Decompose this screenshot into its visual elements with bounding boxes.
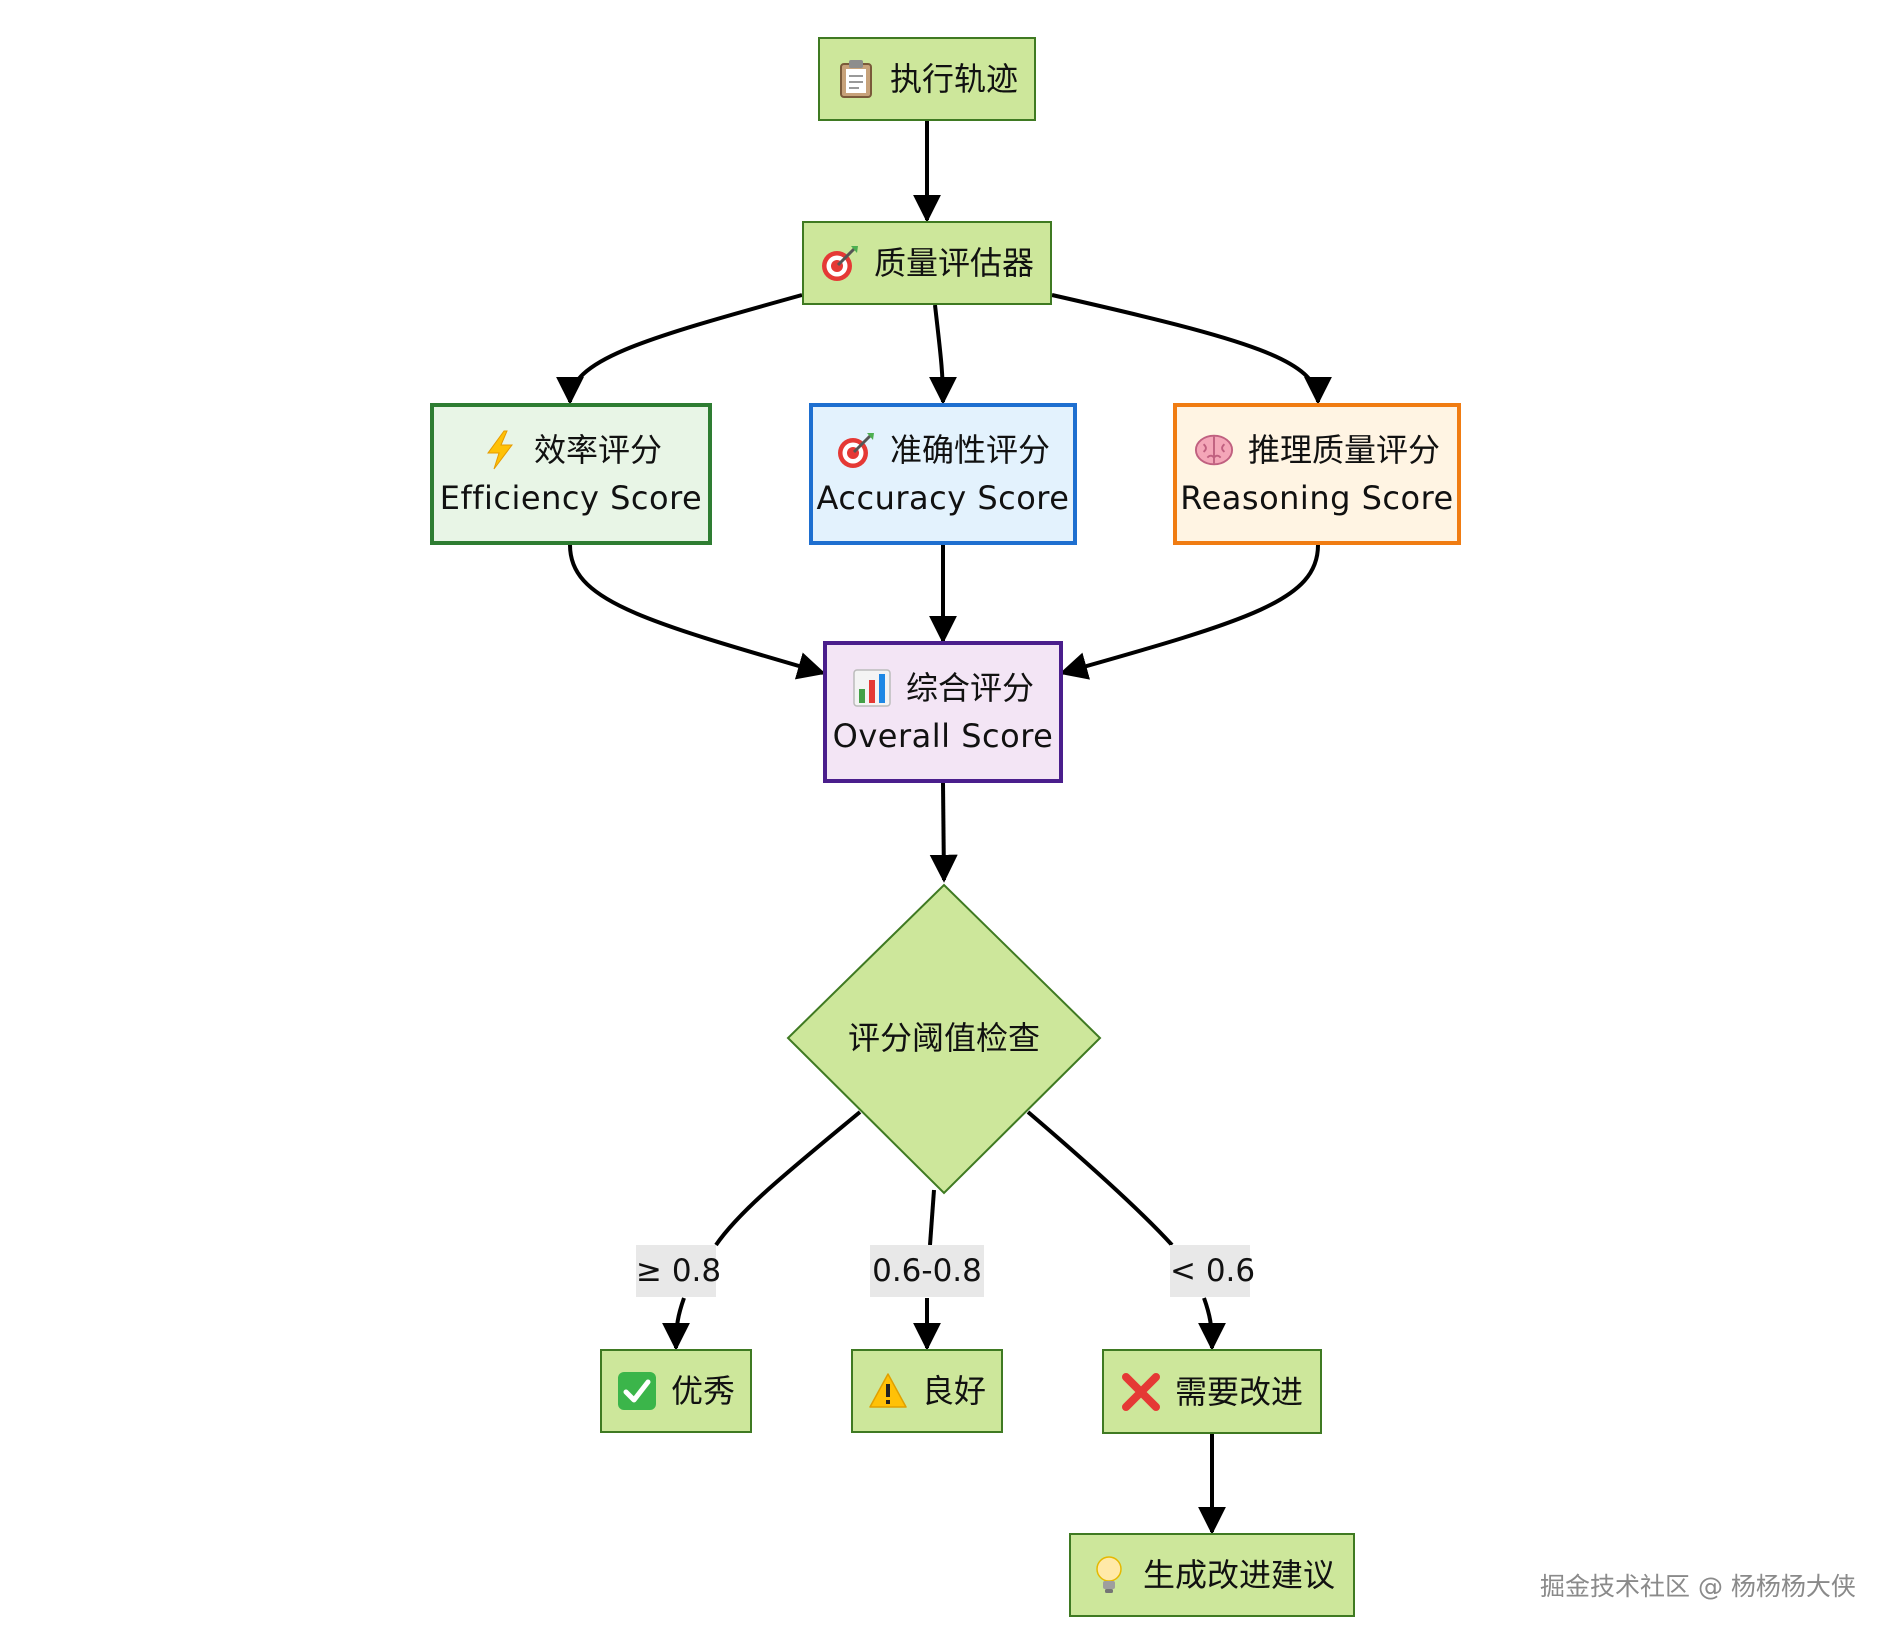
node-efficiency-label: 效率评分 [533,431,662,469]
warning-icon [868,1371,908,1411]
edge-label-mid: 0.6-0.8 [870,1245,984,1297]
edge-threshold-improve-tail [1197,1297,1226,1351]
edge-overall-threshold [929,782,958,883]
clipboard-icon [836,59,876,99]
edge-label-low: < 0.6 [1170,1245,1255,1297]
node-accuracy: 准确性评分 Accuracy Score [809,403,1077,545]
node-suggest-label: 生成改进建议 [1142,1556,1335,1594]
node-threshold-label: 评分阈值检查 [847,1019,1040,1057]
node-excellent-label: 优秀 [670,1372,735,1410]
node-overall-sublabel: Overall Score [832,717,1054,755]
node-reasoning: 推理质量评分 Reasoning Score [1173,403,1461,545]
node-evaluator: 质量评估器 [802,221,1052,305]
node-threshold: 评分阈值检查 [814,1008,1074,1068]
edge-evaluator-reasoning [1051,293,1332,405]
node-accuracy-label: 准确性评分 [889,431,1050,469]
node-efficiency-sublabel: Efficiency Score [439,479,703,517]
threshold-diamond-shape [786,883,1102,1195]
edge-threshold-excellent [714,1110,862,1247]
node-overall: 综合评分 Overall Score [823,641,1063,783]
target-icon [820,243,860,283]
edge-threshold-improve [1026,1110,1174,1247]
edge-evaluator-efficiency [556,293,803,405]
check-mark-icon [617,1371,657,1411]
edge-reasoning-overall [1059,544,1320,680]
node-accuracy-sublabel: Accuracy Score [816,479,1070,517]
edge-efficiency-overall [568,544,826,680]
edge-threshold-excellent-tail [662,1297,691,1351]
node-efficiency: 效率评分 Efficiency Score [430,403,712,545]
node-evaluator-label: 质量评估器 [873,244,1034,282]
edge-label-high: ≥ 0.8 [636,1245,721,1297]
edge-evaluator-accuracy [928,304,957,405]
bar-chart-icon [852,668,892,708]
light-bulb-icon [1089,1555,1129,1595]
node-overall-label: 综合评分 [905,669,1034,707]
node-good: 良好 [851,1349,1003,1433]
node-improve-label: 需要改进 [1174,1372,1303,1411]
brain-icon [1194,430,1234,470]
node-good-label: 良好 [921,1372,986,1410]
node-reasoning-sublabel: Reasoning Score [1180,479,1454,517]
lightning-icon [480,430,520,470]
watermark: 掘金技术社区 @ 杨杨杨大侠 [1540,1572,1856,1601]
edge-threshold-good [928,1189,936,1246]
target-icon [836,430,876,470]
node-suggest: 生成改进建议 [1069,1533,1355,1617]
node-improve: 需要改进 [1102,1349,1322,1434]
node-reasoning-label: 推理质量评分 [1247,431,1440,469]
node-trace: 执行轨迹 [818,37,1036,121]
node-trace-label: 执行轨迹 [889,60,1018,98]
node-excellent: 优秀 [600,1349,752,1433]
cross-mark-icon [1121,1372,1161,1412]
